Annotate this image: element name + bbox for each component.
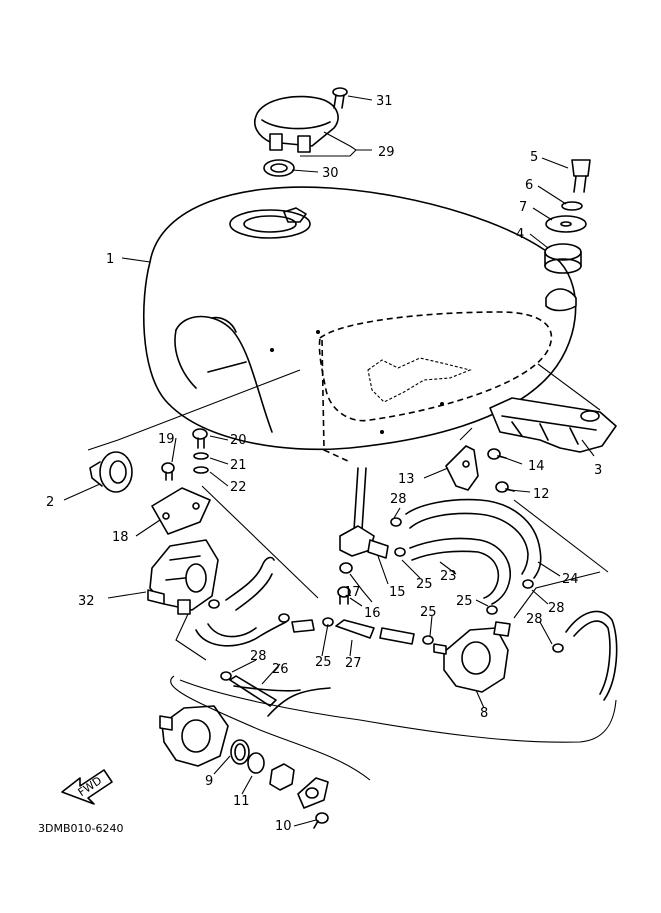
callout-24: 24 [562,572,579,587]
washer-22 [193,466,209,474]
pump-cover [269,763,295,791]
screw-20 [192,428,208,449]
sub-fuel-pump [433,621,511,693]
callout-11: 11 [233,794,250,809]
rubber-damper [544,243,582,274]
screw-19 [161,462,175,481]
diaphragm [247,752,265,774]
callout-17: 17 [344,585,361,600]
callout-28-a: 28 [390,492,407,507]
callout-25-a: 25 [416,577,433,592]
fwd-arrow-icon: FWD [61,769,113,805]
pump-hoses [195,556,315,647]
callout-10: 10 [275,819,292,834]
mounting-plate [151,487,211,535]
callout-31: 31 [376,94,393,109]
callout-15: 15 [389,585,406,600]
gasket-plate [297,777,329,809]
hose-bracket [445,445,479,491]
filler-cap [254,95,339,153]
callout-18: 18 [112,530,129,545]
callout-32: 32 [78,594,95,609]
fuel-hose-26 [229,675,301,707]
callout-1: 1 [106,252,114,267]
pump-body-detail [159,705,229,767]
callout-14: 14 [528,459,545,474]
callout-3: 3 [594,463,602,478]
fuel-hose-23 [409,537,511,605]
callout-20: 20 [230,433,247,448]
leader-lines [63,95,595,827]
callout-2: 2 [46,495,54,510]
screw-10 [313,812,329,829]
callout-28-d: 28 [250,649,267,664]
callout-25-c: 25 [420,605,437,620]
callout-5: 5 [530,150,538,165]
mount-bolt [571,159,591,193]
fuel-hose-27 [335,619,415,645]
callout-30: 30 [322,166,339,181]
flat-washer [545,215,587,233]
callout-13: 13 [398,472,415,487]
o-ring [230,739,250,765]
callout-12: 12 [533,487,550,502]
callout-28-c: 28 [526,612,543,627]
fuel-cock [339,467,389,574]
callout-27: 27 [345,656,362,671]
callout-25-d: 25 [315,655,332,670]
callout-21: 21 [230,458,247,473]
callout-26: 26 [272,662,289,677]
hose-clamps [208,517,564,681]
callout-29: 29 [378,145,395,160]
callout-23: 23 [440,569,457,584]
callout-numbers: 1 2 3 4 5 6 7 8 9 10 11 12 13 14 15 16 1… [46,94,602,834]
callout-6: 6 [525,178,533,193]
fuel-pump [147,539,219,615]
cap-screw [332,87,348,109]
callout-8: 8 [480,706,488,721]
callout-4: 4 [516,227,524,242]
drawing-code: 3DMB010-6240 [38,822,123,835]
callout-9: 9 [205,774,213,789]
cap-gasket [263,159,295,177]
callout-22: 22 [230,480,247,495]
assembly-lines [87,363,617,781]
rear-bracket [489,397,617,453]
lock-washer [561,201,583,211]
fuel-tank [142,186,577,463]
callout-16: 16 [364,606,381,621]
front-damper [89,451,133,493]
callout-7: 7 [519,200,527,215]
drain-screw [337,586,351,605]
callout-25-b: 25 [456,594,473,609]
washer-21 [193,452,209,460]
callout-28-b: 28 [548,601,565,616]
callout-19: 19 [158,432,175,447]
return-hose [565,610,618,701]
